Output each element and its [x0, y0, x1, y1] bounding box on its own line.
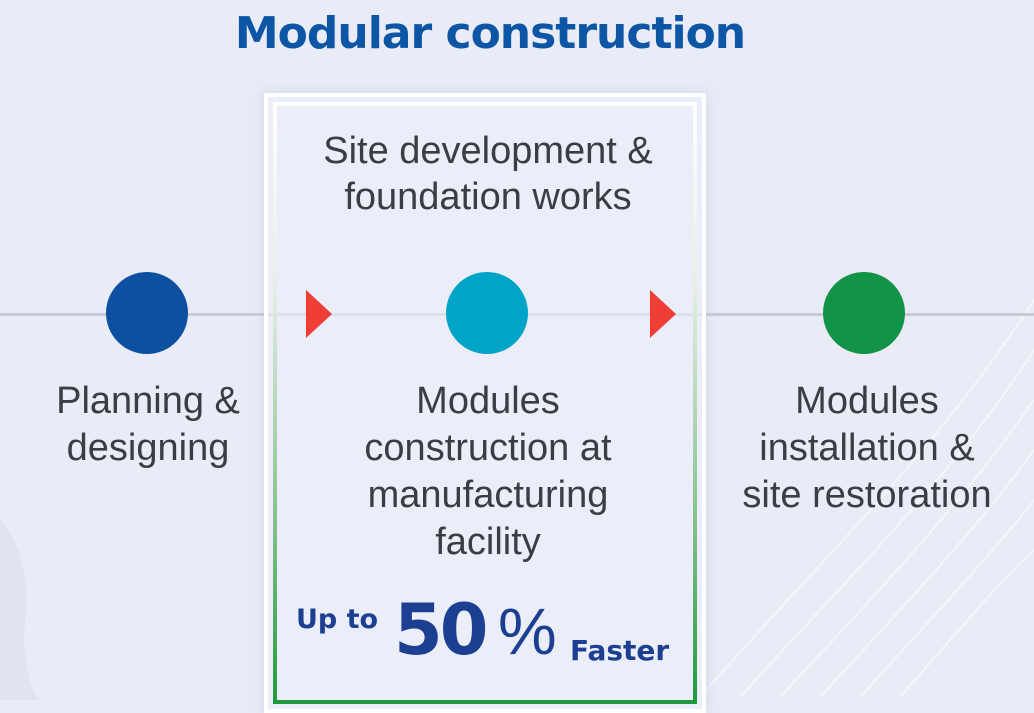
speed-prefix: Up to	[296, 604, 379, 635]
person-silhouette-edge	[0, 520, 40, 700]
highlight-heading-line: Site development &	[323, 130, 653, 172]
step-label-line: construction at	[364, 427, 612, 469]
step-node-installation	[823, 272, 905, 354]
speed-badge: Up to 50 % Faster	[296, 590, 696, 680]
arrow-right-icon	[650, 290, 676, 338]
highlight-heading: Site development & foundation works	[268, 128, 708, 220]
highlight-heading-line: foundation works	[344, 176, 632, 218]
step-label-planning: Planning & designing	[20, 378, 276, 472]
step-label-line: Modules	[795, 380, 939, 422]
step-label-line: designing	[66, 427, 230, 469]
step-label-line: installation &	[759, 427, 975, 469]
speed-number: 50	[394, 589, 488, 671]
speed-suffix: Faster	[570, 634, 670, 667]
step-label-line: site restoration	[742, 474, 992, 516]
speed-unit: %	[498, 594, 557, 668]
step-node-planning	[106, 272, 188, 354]
step-node-construction	[446, 272, 528, 354]
background-wave-pattern	[699, 299, 1034, 697]
arrow-right-icon	[306, 290, 332, 338]
step-label-line: manufacturing	[367, 474, 609, 516]
step-label-line: Modules	[416, 380, 560, 422]
step-label-installation: Modules installation & site restoration	[712, 378, 1022, 519]
step-label-line: Planning &	[56, 380, 240, 422]
page-title: Modular construction	[234, 8, 746, 59]
step-label-construction: Modules construction at manufacturing fa…	[278, 378, 698, 566]
step-label-line: facility	[435, 521, 541, 563]
